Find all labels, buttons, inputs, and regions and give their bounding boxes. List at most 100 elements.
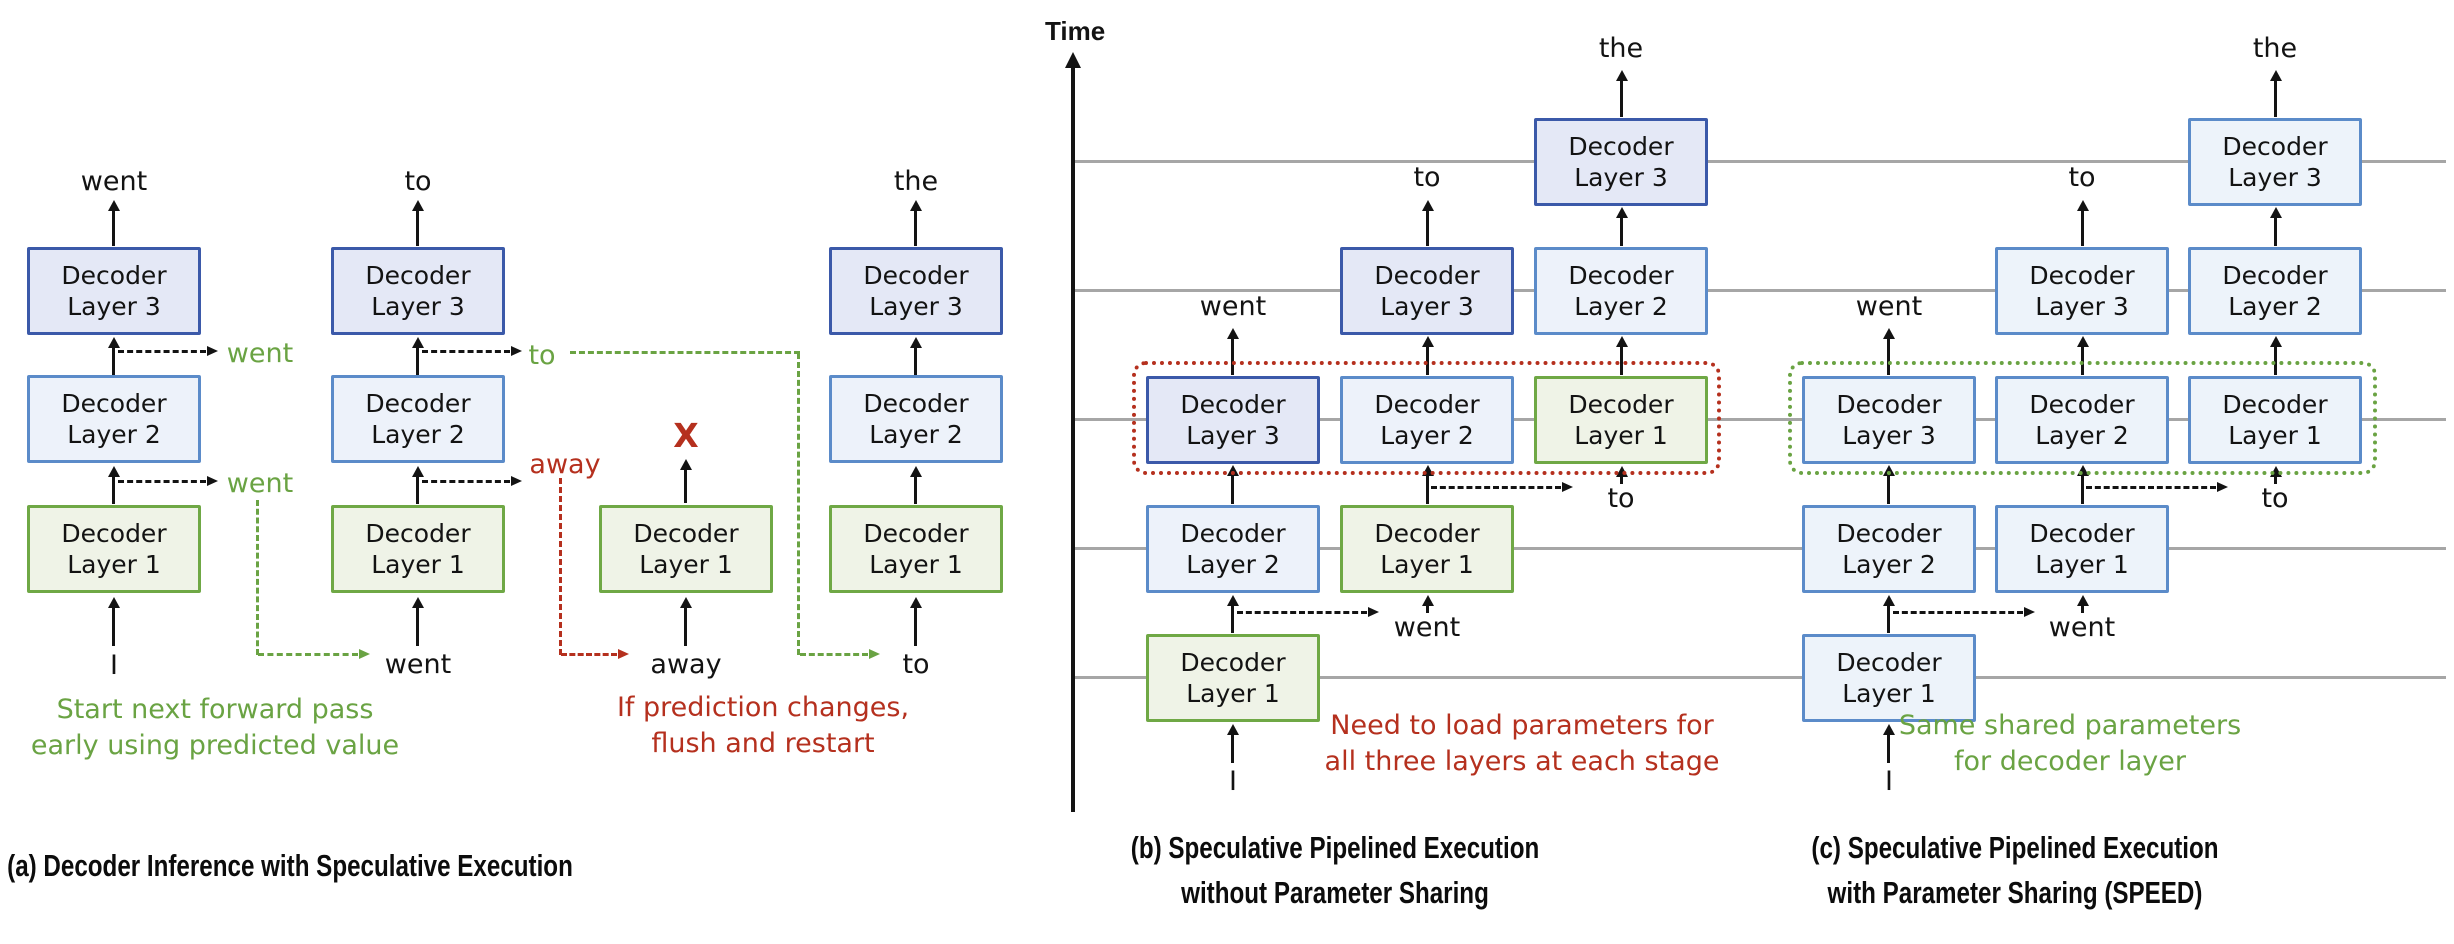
token-to-output: to: [1413, 162, 1441, 193]
red-note-line1: If prediction changes,: [616, 692, 910, 723]
speculative-feed-path: [797, 353, 800, 655]
flush-x-mark: X: [673, 416, 699, 455]
red-dotted-highlight-box: [1132, 361, 1721, 475]
predicted-token-went: went: [226, 338, 294, 369]
layer-arrow: [2081, 476, 2084, 504]
layer-arrow: [1887, 476, 1890, 504]
layer-arrow: [914, 348, 917, 375]
output-arrow: [2081, 211, 2084, 246]
output-arrow: [1231, 339, 1234, 375]
token-the-output: the: [893, 166, 939, 197]
panel-c-title-line1: (c) Speculative Pipelined Execution: [1811, 830, 2219, 865]
green-note-line1: Same shared parameters: [1898, 710, 2242, 741]
token-input-went: went: [2048, 612, 2116, 643]
input-arrow: [1426, 606, 1429, 613]
output-arrow: [112, 211, 115, 246]
red-note-line2: all three layers at each stage: [1324, 746, 1720, 777]
layer-arrow: [1426, 476, 1429, 504]
panel-b-title-line1: (b) Speculative Pipelined Execution: [1130, 830, 1540, 865]
output-arrow: [914, 211, 917, 246]
token-input-went: went: [384, 649, 452, 680]
pipeline-stage-line: [1075, 418, 2446, 421]
pipeline-stage-line: [1075, 547, 2446, 550]
layer-arrow: [684, 470, 687, 503]
token-the-output: the: [2252, 33, 2298, 64]
speculation-dashed-arrow: [1431, 482, 1573, 492]
output-arrow: [1887, 339, 1890, 375]
flush-restart-path: [559, 478, 562, 655]
predicted-token-went: went: [226, 468, 294, 499]
token-input-i: I: [1885, 766, 1893, 797]
panel-c-title-line2: with Parameter Sharing (SPEED): [1827, 875, 2203, 910]
pipeline-stage-line: [1075, 289, 2446, 292]
layer-arrow: [1231, 606, 1234, 633]
pipeline-stage-line: [1075, 160, 2446, 163]
speculation-dashed-arrow: [1893, 607, 2035, 617]
layer-arrow: [112, 348, 115, 375]
input-arrow: [2081, 606, 2084, 613]
input-arrow: [416, 608, 419, 646]
predicted-token-to: to: [528, 340, 556, 371]
token-went-output: went: [1199, 291, 1267, 322]
speculative-feed-path: [570, 351, 800, 354]
red-note-line2: flush and restart: [651, 728, 875, 759]
input-arrow: [2274, 477, 2277, 484]
speculation-dashed-arrow: [422, 346, 522, 356]
token-to-output: to: [2068, 162, 2096, 193]
token-input-away: away: [650, 649, 722, 680]
output-arrow: [1426, 211, 1429, 246]
green-note-line2: early using predicted value: [30, 730, 400, 761]
input-arrow: [1620, 477, 1623, 484]
token-to-output: to: [404, 166, 432, 197]
token-input-to: to: [1607, 483, 1635, 514]
speculative-feed-path: [256, 500, 259, 655]
layer-arrow: [1231, 476, 1234, 504]
input-arrow: [914, 608, 917, 646]
token-input-to: to: [902, 649, 930, 680]
token-input-i: I: [1229, 766, 1237, 797]
token-went-output: went: [1855, 291, 1923, 322]
input-arrow: [1231, 735, 1234, 763]
flush-restart-path: [561, 649, 629, 659]
layer-arrow: [112, 477, 115, 504]
output-arrow: [416, 211, 419, 246]
time-axis: [1071, 68, 1075, 812]
layer-arrow: [914, 477, 917, 504]
layer-arrow: [416, 348, 419, 375]
speculation-dashed-arrow: [2086, 482, 2228, 492]
speculation-dashed-arrow: [118, 346, 218, 356]
green-dotted-highlight-box: [1788, 361, 2377, 475]
red-note-line1: Need to load parameters for: [1330, 710, 1714, 741]
output-arrow: [1620, 81, 1623, 117]
token-input-to: to: [2261, 483, 2289, 514]
layer-arrow: [1620, 218, 1623, 246]
input-arrow: [1887, 735, 1890, 763]
panel-a-title: (a) Decoder Inference with Speculative E…: [7, 848, 573, 883]
input-arrow: [112, 608, 115, 646]
green-note-line2: for decoder layer: [1954, 746, 2186, 777]
